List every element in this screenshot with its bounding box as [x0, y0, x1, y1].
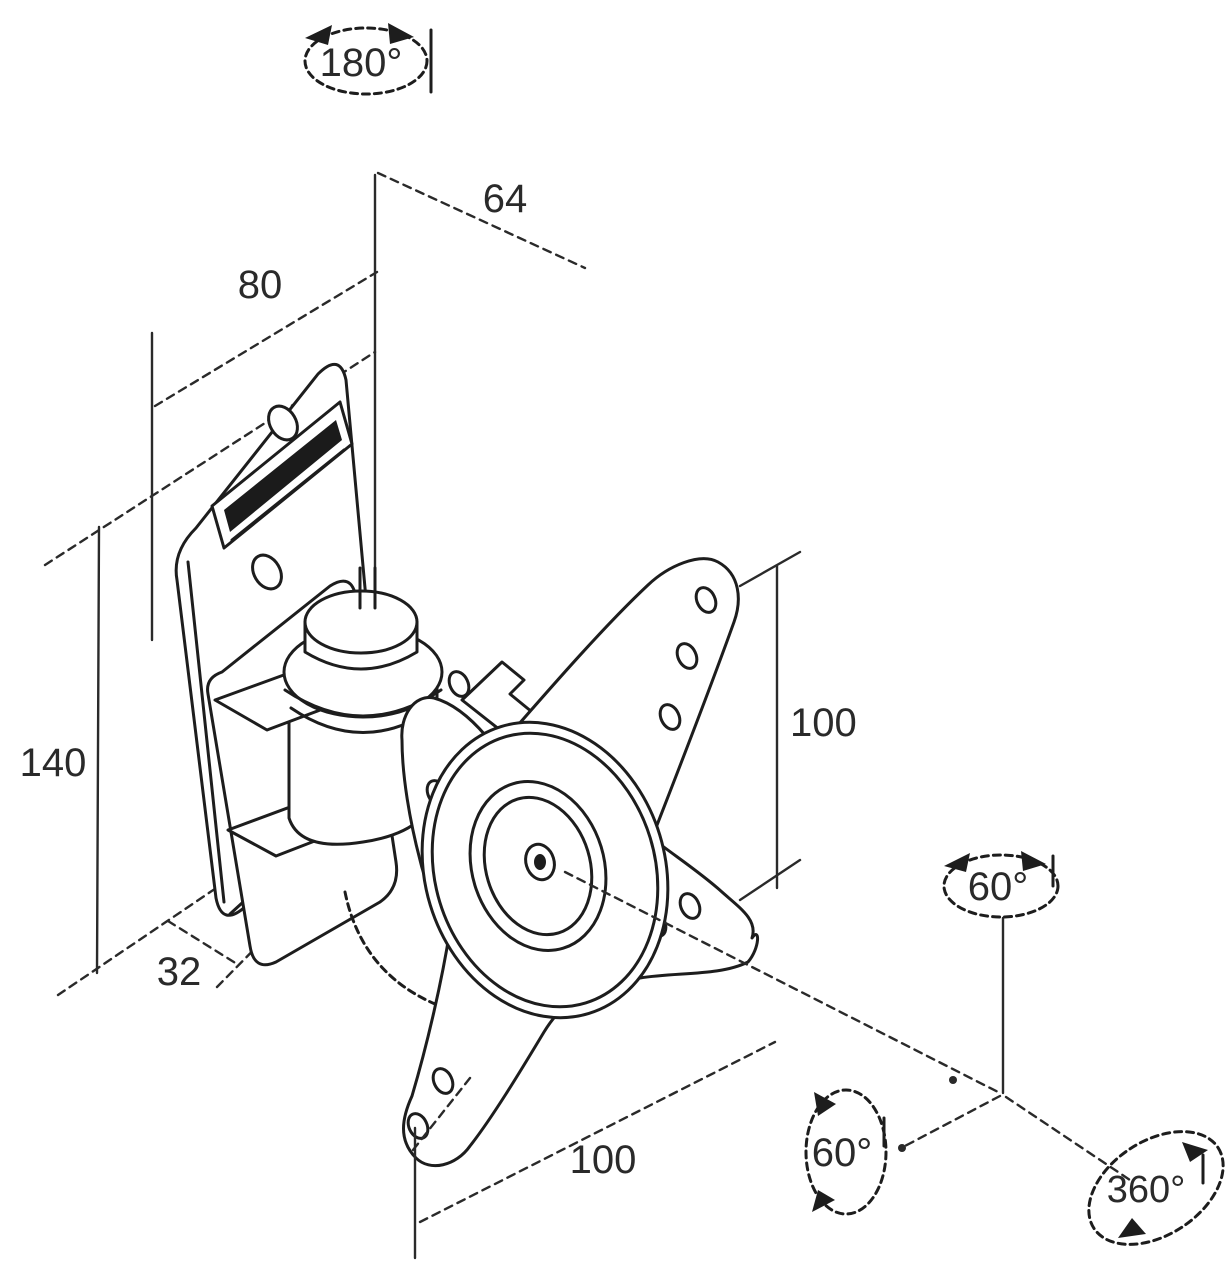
rotation-ellipse-360: [1087, 1130, 1225, 1246]
dim-line-80: [153, 270, 379, 408]
rotation-label-pan: 60°: [968, 865, 1029, 909]
dim-line-64: [376, 171, 587, 270]
dim-line-140: [95, 525, 101, 975]
vesa-hole: [694, 586, 718, 614]
arrowhead-right: [1021, 851, 1046, 871]
arrowhead-right: [388, 23, 414, 44]
axis-to-rotation: [1004, 1095, 1132, 1182]
dim-label-32: 32: [157, 950, 202, 994]
ring-dish-inner: [482, 795, 594, 937]
rotation-swivel-180: 180°: [303, 23, 433, 96]
dim-vesa-horizontal-100: 100: [411, 1040, 777, 1260]
ext-segment-steep: [411, 1076, 472, 1152]
arrowhead-bottom: [1118, 1218, 1146, 1238]
rotation-ellipse-tilt: [804, 1088, 888, 1216]
rotation-tilt-60: 60°: [804, 1088, 888, 1216]
tick-top: [738, 550, 802, 588]
screw-hole-top: [267, 404, 299, 442]
center-axis-dashed: [563, 870, 1000, 1094]
dim-label-64: 64: [483, 177, 528, 221]
hidden-edge-arc: [343, 890, 507, 1024]
slot-dark-band: [224, 420, 342, 532]
tick-bottom: [738, 858, 802, 902]
center-hole: [534, 854, 546, 870]
rotation-label-360: 360°: [1107, 1169, 1186, 1211]
arrowhead-left: [305, 25, 332, 45]
mounting-slot: [210, 400, 354, 550]
dim-label-100-right: 100: [790, 701, 857, 745]
axis-dot: [949, 1076, 957, 1084]
vesa-hole: [447, 670, 471, 698]
slot-ledge-line: [230, 448, 346, 542]
vesa-hole: [675, 642, 699, 670]
rotation-pan-60: 60°: [942, 851, 1060, 919]
knob: [282, 566, 444, 734]
arrowhead-top: [814, 1092, 836, 1116]
rotation-label-180: 180°: [320, 41, 403, 85]
vesa-plate: [400, 557, 759, 1168]
hinge-bracket: [206, 566, 572, 967]
dim-line-32: [166, 919, 239, 966]
dim-depth-64: 64: [373, 171, 587, 610]
dim-label-140: 140: [20, 741, 87, 785]
vesa-hole: [431, 1067, 455, 1095]
dim-label-100-bottom: 100: [570, 1138, 637, 1182]
axis-to-tilt: [903, 1094, 1002, 1148]
dim-height-140: 140: [20, 525, 101, 975]
rotation-360: 360°: [1087, 1130, 1225, 1246]
arrowhead-top: [1182, 1142, 1208, 1162]
axis-tilt-dot: [898, 1144, 906, 1152]
dim-line-100-bottom: [418, 1040, 777, 1224]
ring-outer-inner-line: [430, 731, 660, 1009]
dim-width-80: 80: [153, 263, 379, 408]
axis-diagram: [563, 870, 1132, 1182]
rotation-label-tilt: 60°: [812, 1131, 873, 1175]
screw-hole-bottom: [251, 553, 283, 591]
vesa-hole: [678, 892, 702, 920]
rotation-ellipse-180: [303, 26, 429, 96]
arrowhead-bottom: [812, 1190, 835, 1212]
vesa-hole: [658, 703, 682, 731]
wall-edge-bottom-diagonal: [56, 853, 267, 997]
dim-label-80: 80: [238, 263, 283, 307]
dim-vesa-vertical-100: 100: [738, 550, 857, 902]
rotation-ellipse-pan: [942, 853, 1060, 919]
arrowhead-left: [944, 853, 970, 872]
vesa-ring-adapter: [420, 720, 670, 1020]
